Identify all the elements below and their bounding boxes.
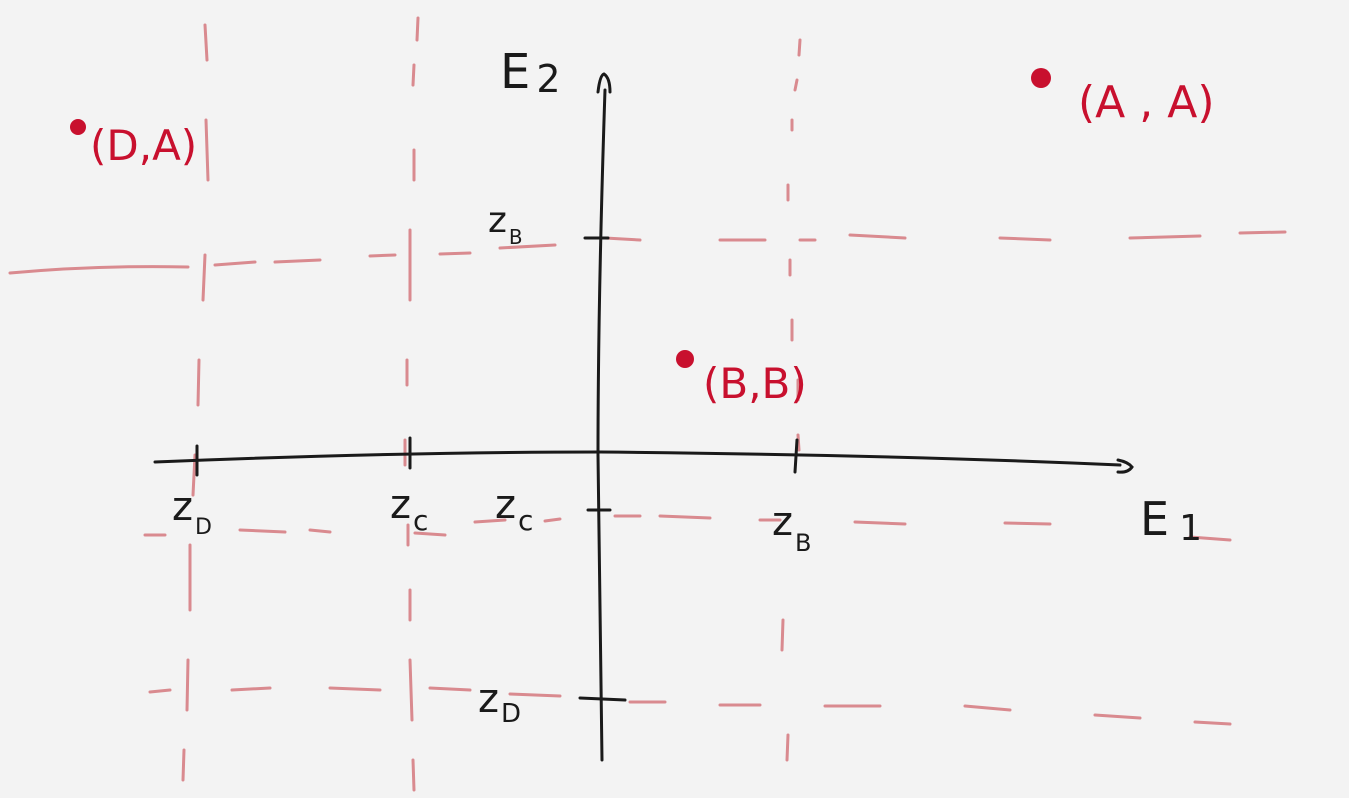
y-axis [596,88,607,762]
point-da-marker [70,119,86,135]
guide-vertical-zd [181,23,210,782]
tick-label-y-zd: zD [478,676,521,729]
guide-horizontal-zb [213,230,1287,267]
tick-x-zb [793,438,799,474]
guide-vertical-zb [780,38,802,762]
tick-y-zd [578,696,627,702]
guide-vertical-zc [403,16,420,792]
tick-label-x-zc-left: zc [390,482,428,537]
outcome-points: (D,A) (A , A) (B,B) [70,68,1215,408]
guide-horizontal-solid [8,265,190,275]
guide-horizontal-zc [143,514,1232,542]
point-bb-label: (B,B) [703,359,807,408]
guide-horizontal-zd [148,686,1232,726]
x-axis-arrow [1116,458,1134,474]
tick-label-x-zb: zB [772,499,811,557]
tick-label-x-zd: zD [172,484,212,540]
axes [153,72,1134,762]
guide-lines [8,16,1287,792]
x-axis [153,450,1122,467]
point-aa-label: (A , A) [1078,77,1215,128]
tick-label-x-zc-right: zc [495,482,533,537]
point-aa-marker [1031,68,1051,88]
y-axis-arrow [596,72,612,94]
point-da-label: (D,A) [90,121,197,170]
point-bb-marker [676,350,694,368]
